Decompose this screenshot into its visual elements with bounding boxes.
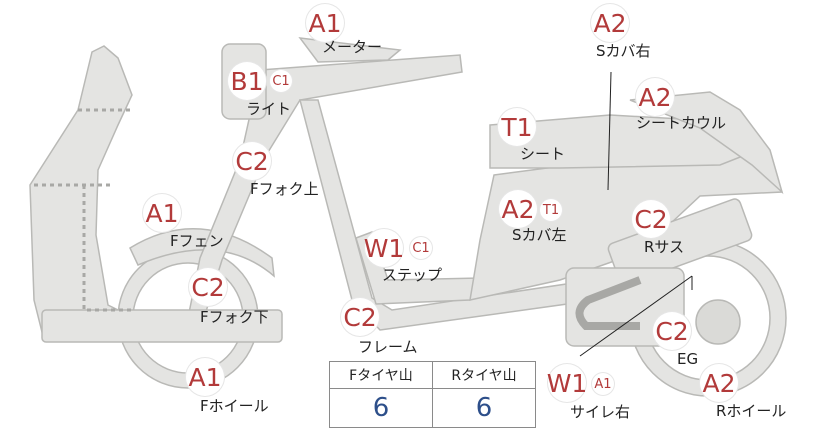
muffler-right-label: サイレ右 [570, 403, 631, 421]
meter-shape [298, 37, 402, 63]
fork-lower-grade-badge: C2 [189, 268, 227, 306]
rear-wheel-grade-badge: A2 [700, 364, 738, 402]
side-cover-right-grade-badge: A2 [591, 4, 629, 42]
seat-grade-badge: T1 [498, 108, 536, 146]
seat-shape [489, 114, 760, 169]
frame-label: フレーム [358, 338, 418, 356]
step-sub-grade-badge: C1 [410, 237, 432, 259]
light-label: ライト [246, 100, 292, 118]
engine-label: EG [677, 350, 699, 368]
side-cover-left-grade-badge: A2 [499, 190, 537, 228]
fork-lower-label: Fフォク下 [200, 308, 269, 326]
seat-cowl-label: シートカウル [636, 114, 727, 132]
side-cover-right-label: Sカバ右 [596, 42, 651, 60]
front-fender-shape [129, 228, 275, 278]
front-tyre-header: Fタイヤ山 [329, 361, 433, 389]
tyre-table-header-row: Fタイヤ山 Rタイヤ山 [329, 361, 536, 389]
rear-hub-shape [695, 299, 741, 345]
seat-cowl-grade-badge: A2 [636, 78, 674, 116]
side-cover-left-sub-grade-badge: T1 [540, 199, 562, 221]
muffler-right-sub-grade-badge: A1 [592, 373, 614, 395]
frame-grade-badge: C2 [341, 298, 379, 336]
front-panel-shape [41, 309, 283, 343]
seam-vertical [82, 185, 132, 312]
engine-belt-shape [575, 276, 642, 330]
tyre-table-value-row: 6 6 [329, 388, 536, 428]
front-fender-grade-badge: A1 [143, 194, 181, 232]
fork-upper-grade-badge: C2 [233, 142, 271, 180]
step-label: ステップ [382, 266, 443, 284]
rear-tyre-value: 6 [432, 388, 536, 428]
rear-tyre-header: Rタイヤ山 [432, 361, 536, 389]
engine-grade-badge: C2 [653, 312, 691, 350]
seat-cowl-shape [629, 91, 784, 195]
tyre-tread-table: Fタイヤ山 Rタイヤ山 6 6 [329, 361, 536, 428]
front-tyre-value: 6 [329, 388, 433, 428]
seat-label: シート [520, 145, 566, 163]
leader-muffler [579, 275, 693, 357]
rear-wheel-label: Rホイール [716, 402, 787, 420]
meter-grade-badge: A1 [306, 4, 344, 42]
muffler-right-grade-badge: W1 [547, 364, 587, 402]
leader-side-cover-right [607, 71, 612, 191]
rear-suspension-shape [607, 198, 753, 286]
step-grade-badge: W1 [364, 229, 404, 267]
front-leg-shield-shape [29, 45, 133, 341]
rear-suspension-label: Rサス [644, 238, 685, 256]
front-fender-label: Fフェン [170, 232, 224, 250]
rear-suspension-grade-badge: C2 [632, 200, 670, 238]
fork-upper-label: Fフォク上 [250, 180, 319, 198]
front-wheel-grade-badge: A1 [186, 358, 224, 396]
light-sub-grade-badge: C1 [270, 70, 292, 92]
front-wheel-label: Fホイール [200, 397, 269, 415]
light-grade-badge: B1 [228, 62, 266, 100]
side-cover-left-label: Sカバ左 [512, 226, 567, 244]
meter-label: メーター [322, 38, 383, 56]
